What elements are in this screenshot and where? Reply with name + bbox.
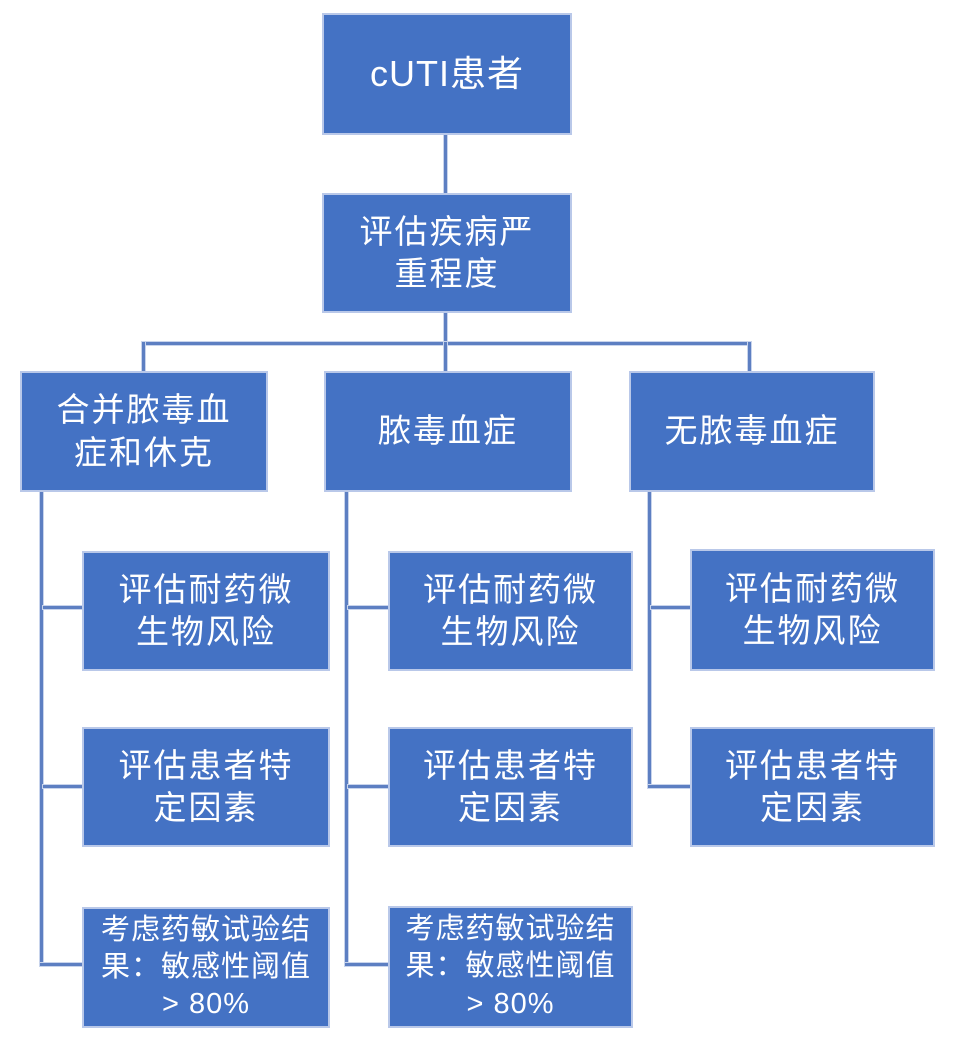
- node-root: cUTI患者: [322, 13, 572, 135]
- connector-branch2-stub-3: [345, 963, 388, 966]
- connector-branch-spine: [143, 342, 751, 345]
- connector-branch1-stub-3: [40, 963, 82, 966]
- connector-drop-branch-3: [748, 342, 751, 371]
- node-branch3-assess-patient-factors: 评估患者特 定因素: [690, 727, 935, 847]
- node-branch1-assess-patient-factors: 评估患者特 定因素: [82, 727, 330, 847]
- node-branch2-susceptibility-threshold: 考虑药敏试验结 果：敏感性阈值 > 80%: [388, 906, 633, 1028]
- connector-branch1-stub-2: [43, 785, 82, 788]
- node-branch2-assess-amr: 评估耐药微 生物风险: [388, 551, 633, 671]
- node-branch1-susceptibility-threshold: 考虑药敏试验结 果：敏感性阈值 > 80%: [82, 907, 330, 1028]
- connector-root-severity: [444, 135, 447, 193]
- connector-branch1-vertical: [40, 492, 43, 966]
- node-assess-severity: 评估疾病严 重程度: [322, 193, 572, 313]
- connector-drop-branch-2: [444, 342, 447, 371]
- connector-severity-down: [444, 313, 447, 343]
- connector-branch2-stub-2: [348, 785, 388, 788]
- node-branch2-assess-patient-factors: 评估患者特 定因素: [388, 727, 633, 847]
- node-branch3-assess-amr: 评估耐药微 生物风险: [690, 549, 935, 671]
- connector-branch1-stub-1: [43, 606, 82, 609]
- node-branch1-assess-amr: 评估耐药微 生物风险: [82, 551, 330, 671]
- connector-branch2-vertical: [345, 492, 348, 966]
- node-branch-sepsis: 脓毒血症: [324, 371, 572, 492]
- connector-branch3-vertical: [648, 492, 651, 788]
- connector-branch2-stub-1: [348, 606, 388, 609]
- connector-branch3-stub-1: [651, 606, 690, 609]
- connector-drop-branch-1: [142, 342, 145, 371]
- connector-branch3-stub-2: [648, 785, 690, 788]
- node-branch-sepsis-shock: 合并脓毒血 症和休克: [20, 371, 268, 492]
- node-branch-no-sepsis: 无脓毒血症: [629, 371, 875, 492]
